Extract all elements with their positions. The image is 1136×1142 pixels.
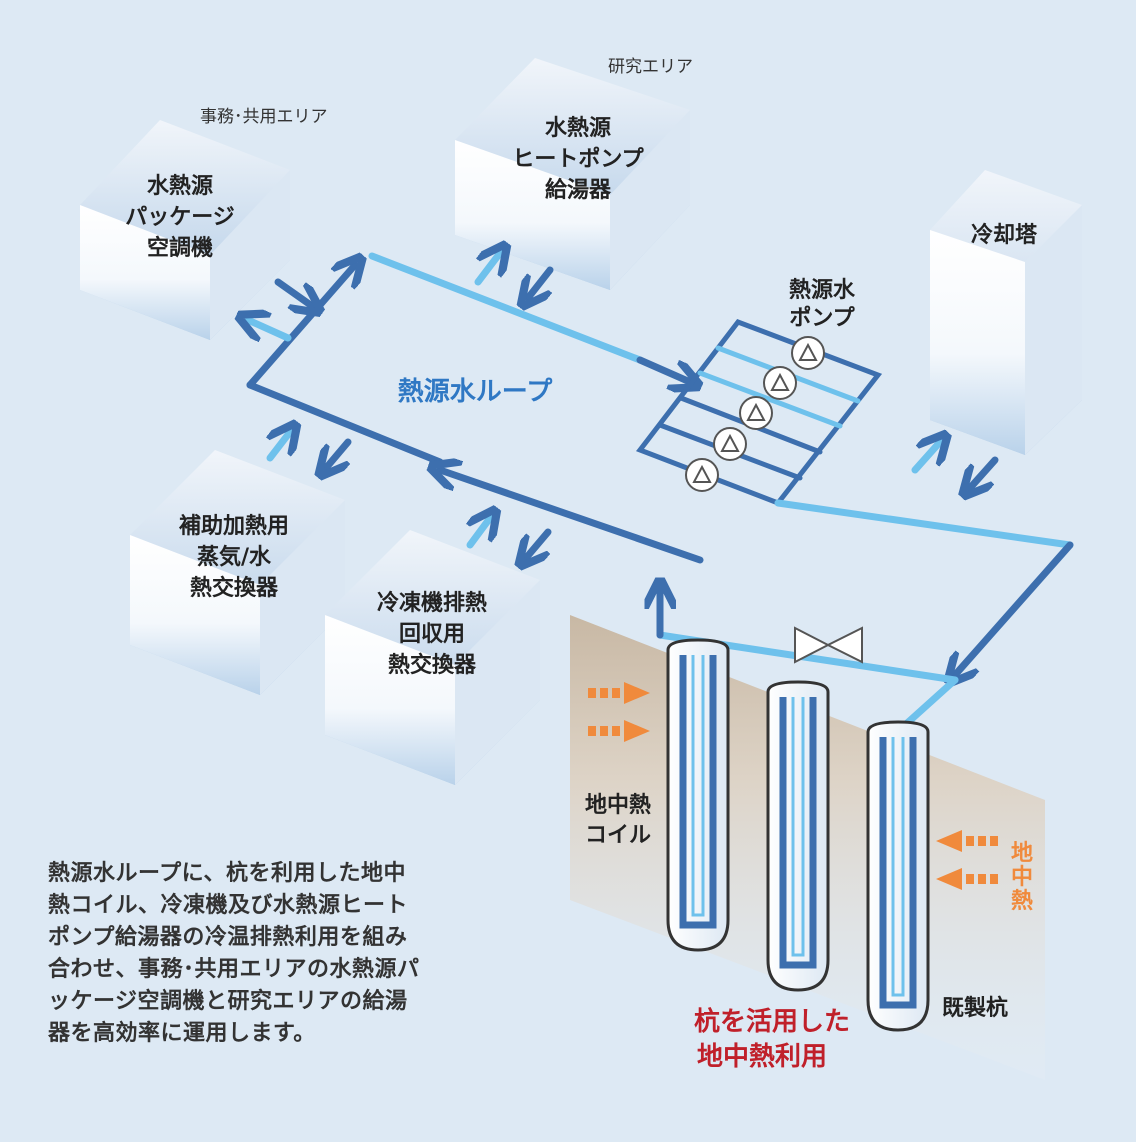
description-text: 熱源水ループに、杭を利用した地中熱コイル、冷凍機及び水熱源ヒートポンプ給湯器の冷… [48, 861, 420, 1046]
heat-pump-label-1: 水熱源 [545, 115, 611, 141]
chiller-recovery-label-2: 回収用 [399, 622, 465, 647]
box-heat-pump [455, 58, 690, 290]
pump-label-1: 熱源水 [789, 277, 856, 303]
loop-label: 熱源水ループ [398, 377, 553, 407]
heat-pump-label-3: 給湯器 [545, 177, 612, 203]
pump-icon [763, 366, 797, 400]
pile-label: 既製杭 [942, 995, 1008, 1021]
box-package-ac [80, 120, 290, 340]
package-ac-label-1: 水熱源 [147, 173, 213, 199]
chiller-recovery-label-1: 冷凍機排熱 [377, 590, 487, 616]
aux-heat-label-1: 補助加熱用 [178, 513, 289, 539]
geothermal-arrows [588, 682, 998, 890]
box-chiller-recovery [325, 530, 540, 785]
heat-arrow-right [588, 682, 650, 704]
aux-heat-label-2: 蒸気/水 [197, 544, 272, 570]
highlight-label-1: 杭を活用した [694, 1006, 850, 1037]
heat-arrow-right [588, 720, 650, 742]
heat-arrow-left [936, 868, 998, 890]
pump-icon [739, 396, 773, 430]
box-cooling-tower [930, 170, 1082, 455]
cooling-tower-label: 冷却塔 [971, 222, 1038, 248]
geothermal-label-2: 中 [1011, 865, 1033, 890]
pile [866, 720, 930, 1032]
geothermal-label-1: 地 [1011, 841, 1033, 866]
box-aux-heat [130, 450, 345, 695]
pump-icon [791, 336, 825, 370]
package-ac-label-3: 空調機 [147, 235, 213, 261]
exchange-arrows [248, 253, 999, 558]
office-area-label: 事務･共用エリア [200, 107, 328, 127]
valve-icon [794, 626, 863, 664]
heat-source-loop [246, 256, 1074, 729]
highlight-label-2: 地中熱利用 [697, 1042, 827, 1072]
pile [666, 638, 730, 952]
coil-label-1: 地中熱 [585, 792, 651, 818]
pump-label-2: ポンプ [789, 305, 855, 331]
aux-heat-label-3: 熱交換器 [190, 575, 279, 601]
chiller-recovery-label-3: 熱交換器 [388, 652, 477, 678]
heat-pump-label-2: ヒートポンプ [512, 146, 644, 172]
pump-icon [685, 458, 719, 492]
pile-coils [666, 638, 930, 1032]
package-ac-label-2: パッケージ [125, 205, 235, 230]
heat-arrow-left [936, 830, 998, 852]
coil-label-2: コイル [585, 823, 651, 848]
pile [766, 680, 830, 992]
pump-icons [685, 336, 825, 492]
research-area-label: 研究エリア [608, 57, 693, 77]
geothermal-label-3: 熱 [1011, 888, 1033, 914]
pump-icon [713, 427, 747, 461]
